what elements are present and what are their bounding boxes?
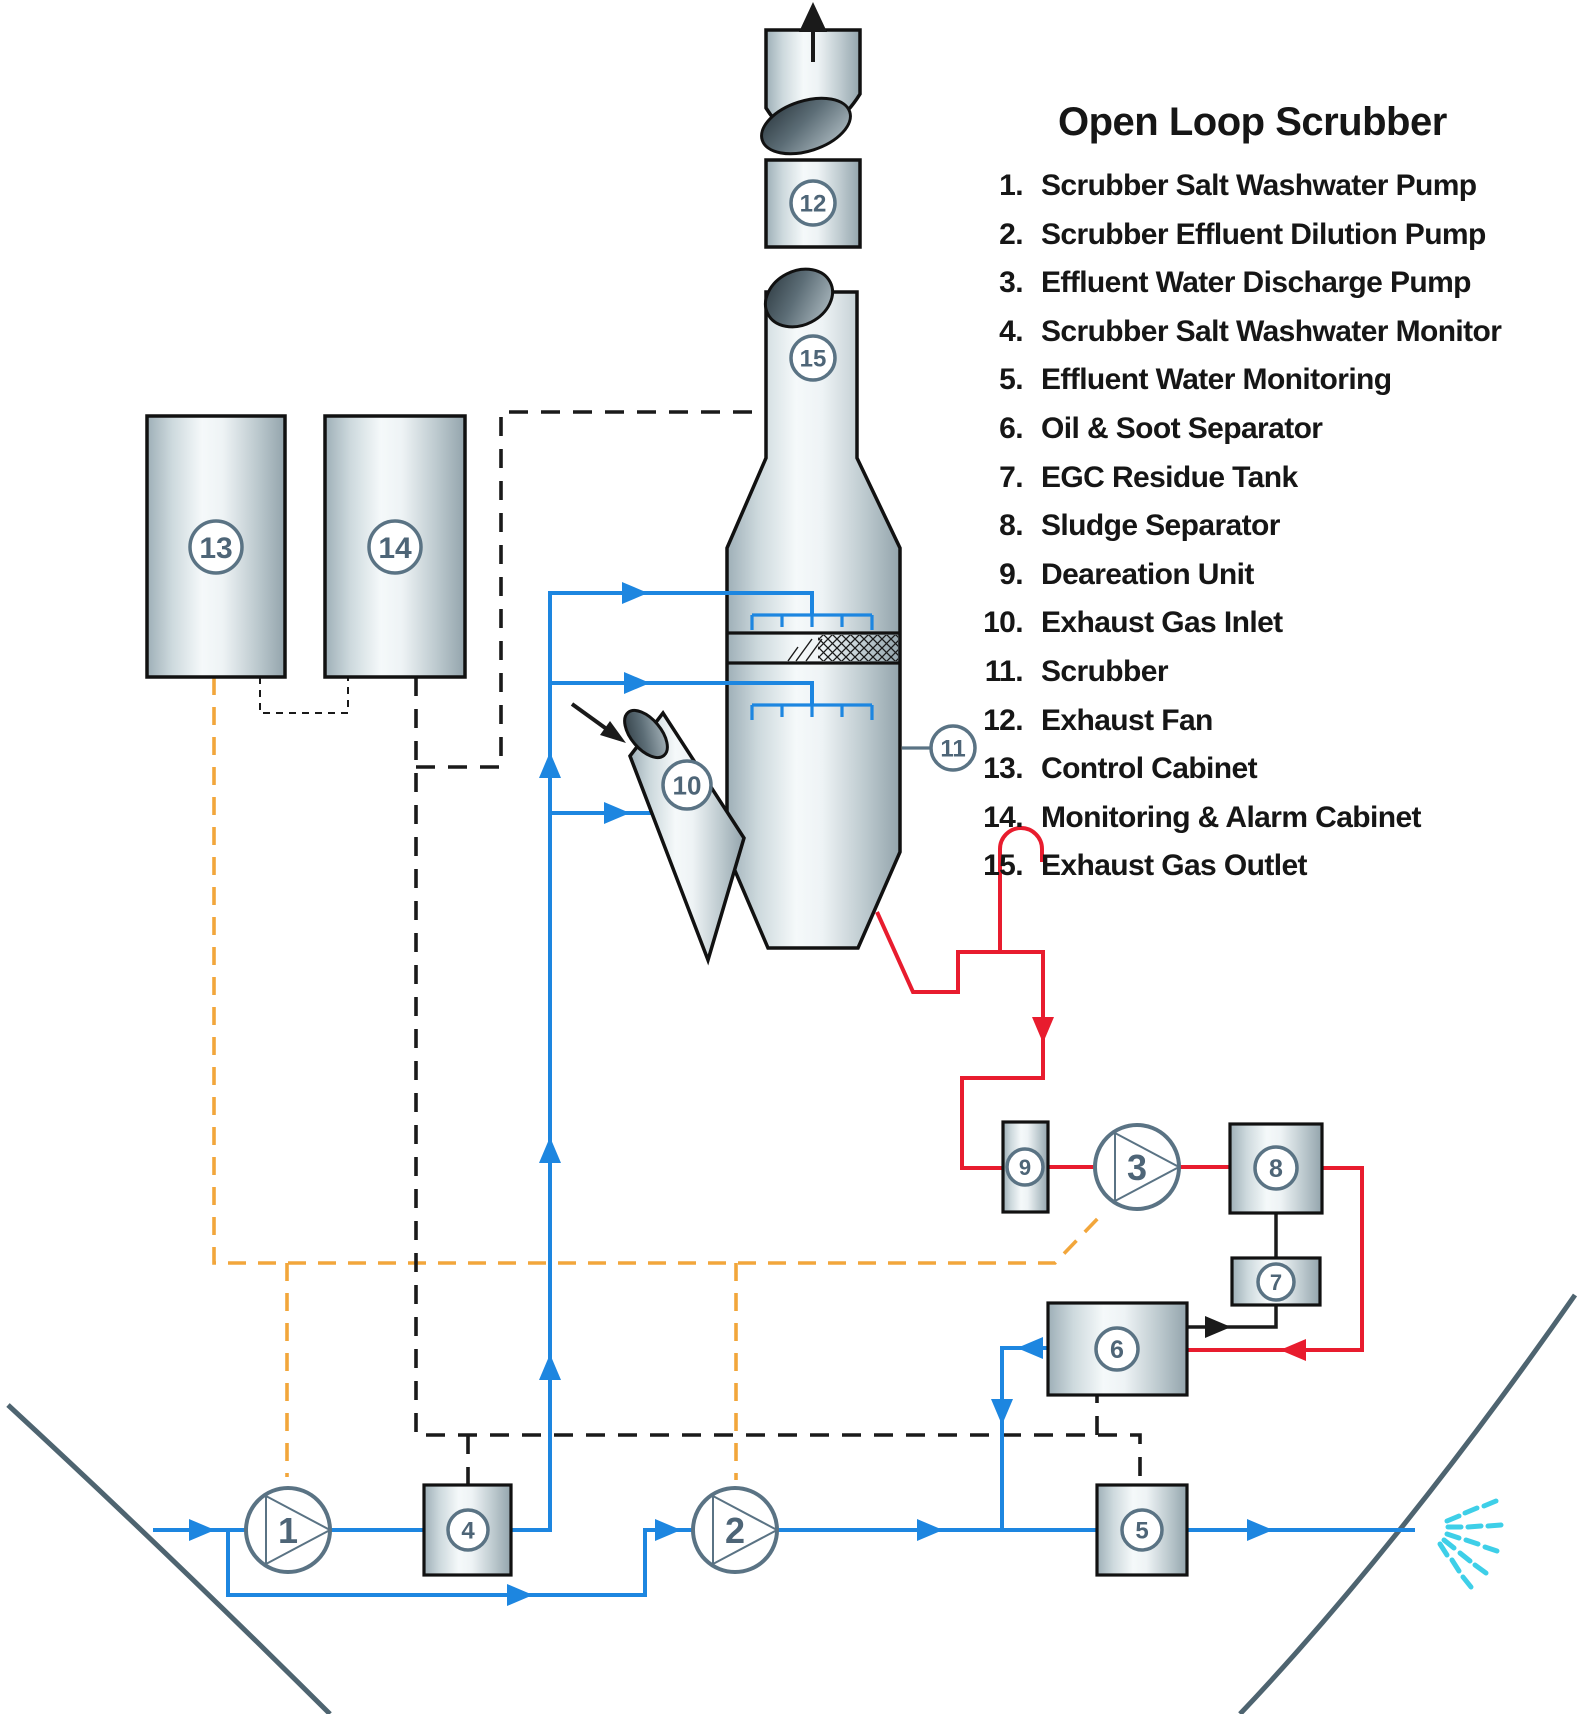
- arrow-branch-inlet: [604, 802, 630, 824]
- badge-circle-7: [1256, 1262, 1296, 1302]
- overboard-spray-icon: [1437, 1498, 1504, 1590]
- badge-15-number: 15: [800, 346, 827, 373]
- packing-bed-mesh: [818, 635, 898, 661]
- badge-circle-6: [1094, 1326, 1140, 1372]
- badge-12-number: 12: [800, 191, 827, 218]
- pump-3-impeller-icon: [1114, 1131, 1182, 1203]
- legend-item-7: 7.EGC Residue Tank: [999, 460, 1298, 494]
- arrow-riser-up-1: [539, 752, 561, 778]
- arrow-residue-to-tank7: [1205, 1316, 1231, 1338]
- legend-item-6: 6.Oil & Soot Separator: [999, 411, 1323, 445]
- scrubber-neck-cut: [763, 267, 835, 329]
- legend-item-11: 11.Scrubber: [984, 654, 1169, 688]
- arrow-drain-down: [1032, 1017, 1054, 1043]
- page-title: Open Loop Scrubber: [1058, 100, 1447, 144]
- badge-circle-10: [661, 759, 713, 811]
- legend-item-12: 12.Exhaust Fan: [983, 703, 1213, 737]
- exhaust-up-arrow-icon: [799, 2, 827, 32]
- hull-starboard-side: [1238, 1293, 1578, 1714]
- orange-line-main: [212, 677, 1106, 1265]
- arrow-after-pump2: [917, 1519, 943, 1541]
- badge-circle-15: [789, 334, 837, 382]
- hull-port-side: [6, 1403, 332, 1714]
- badge-14-number: 14: [378, 532, 412, 565]
- separator6-to-tank7-line: [1187, 1305, 1278, 1329]
- scrubber-drain-line: [875, 911, 1045, 1170]
- legend-item-8: 8.Sludge Separator: [999, 509, 1280, 543]
- badge-4-number: 4: [461, 1518, 475, 1545]
- arrow-riser-up-3: [539, 1354, 561, 1380]
- badge-10-number: 10: [673, 770, 702, 800]
- arrow-branch-top: [622, 582, 648, 604]
- packing-bed-hatch: [787, 638, 823, 662]
- legend-item-4: 4.Scrubber Salt Washwater Monitor: [999, 314, 1502, 348]
- legend-item-10: 10.Exhaust Gas Inlet: [983, 606, 1283, 640]
- legend-item-5: 5.Effluent Water Monitoring: [999, 363, 1392, 397]
- arrow-separator6-out: [1017, 1337, 1043, 1359]
- legend-item-14: 14.Monitoring & Alarm Cabinet: [983, 800, 1421, 834]
- badge-circle-5: [1120, 1508, 1164, 1552]
- badge-9-number: 9: [1019, 1155, 1031, 1180]
- arrow-branch-mid: [624, 672, 650, 694]
- vent-gooseneck: [998, 826, 1044, 952]
- arrow-into-pump2: [655, 1519, 681, 1541]
- badge-circle-14: [367, 519, 423, 575]
- equipment-boxes: [422, 1120, 1324, 1577]
- exhaust-gas-inlet-mouth: [623, 708, 669, 760]
- legend-item-1: 1.Scrubber Salt Washwater Pump: [999, 169, 1477, 202]
- pump-2-number: 2: [725, 1510, 745, 1551]
- legend-item-3: 3.Effluent Water Discharge Pump: [999, 266, 1471, 300]
- pump-1-impeller-icon: [265, 1494, 333, 1566]
- legend-item-15: 15.Exhaust Gas Outlet: [983, 849, 1307, 883]
- washwater-main-riser: [153, 591, 814, 1532]
- arrow-sea-inlet: [189, 1519, 215, 1541]
- badge-5-number: 5: [1135, 1518, 1148, 1545]
- badge-7-number: 7: [1270, 1270, 1282, 1295]
- badge-6-number: 6: [1110, 1336, 1124, 1364]
- badge-13-number: 13: [199, 532, 232, 565]
- pump-3-number: 3: [1127, 1147, 1147, 1188]
- separator6-return-line: [1000, 1346, 1048, 1530]
- pumps: [244, 1123, 1182, 1574]
- exhaust-outlet-pipe-cut: [760, 96, 852, 156]
- badge-circle-12: [789, 179, 837, 227]
- signal-lines-black: [414, 410, 1142, 1487]
- legend-list: 1.Scrubber Salt Washwater Pump 2.Scrubbe…: [955, 162, 1502, 891]
- badge-circle-9: [1005, 1147, 1045, 1187]
- badge-circle-11: [929, 724, 977, 772]
- arrow-riser-up-2: [539, 1137, 561, 1163]
- control-signal-lines-orange: [212, 677, 1106, 1480]
- arrow-into-separator6: [1280, 1339, 1306, 1361]
- legend-item-2: 2.Scrubber Effluent Dilution Pump: [999, 217, 1486, 251]
- spray-header-lower: [750, 703, 874, 720]
- arrow-bypass: [507, 1584, 533, 1606]
- pump-1-number: 1: [278, 1510, 298, 1551]
- badge-11-number: 11: [940, 736, 965, 763]
- badge-circle-13: [188, 519, 244, 575]
- dashed-line-to-scrubber: [416, 410, 762, 769]
- sludge-to-separator6-line: [1187, 1166, 1364, 1352]
- legend-item-13: 13.Control Cabinet: [983, 752, 1258, 786]
- gas-inlet-arrow-shaft: [570, 702, 610, 732]
- pump-2-impeller-icon: [712, 1494, 780, 1566]
- badge-8-number: 8: [1269, 1155, 1283, 1183]
- arrow-separator6-down: [991, 1399, 1013, 1425]
- flow-arrows-red: [1032, 1017, 1306, 1361]
- badge-circle-8: [1253, 1145, 1299, 1191]
- dashed-line-cabinet14-main: [414, 677, 1142, 1485]
- spray-header-upper: [750, 613, 874, 630]
- gas-inlet-arrow-icon: [600, 721, 626, 743]
- component-number-badges: 1 2 3 4 5 6 7 8 9 10 11 12 13 14 15: [188, 179, 1299, 1552]
- legend-item-9: 9.Deareation Unit: [999, 557, 1254, 591]
- cabinet-link-line: [259, 677, 349, 714]
- flow-arrows-blue: [189, 582, 1273, 1606]
- arrow-overboard: [1247, 1519, 1273, 1541]
- badge-circle-4: [446, 1508, 490, 1552]
